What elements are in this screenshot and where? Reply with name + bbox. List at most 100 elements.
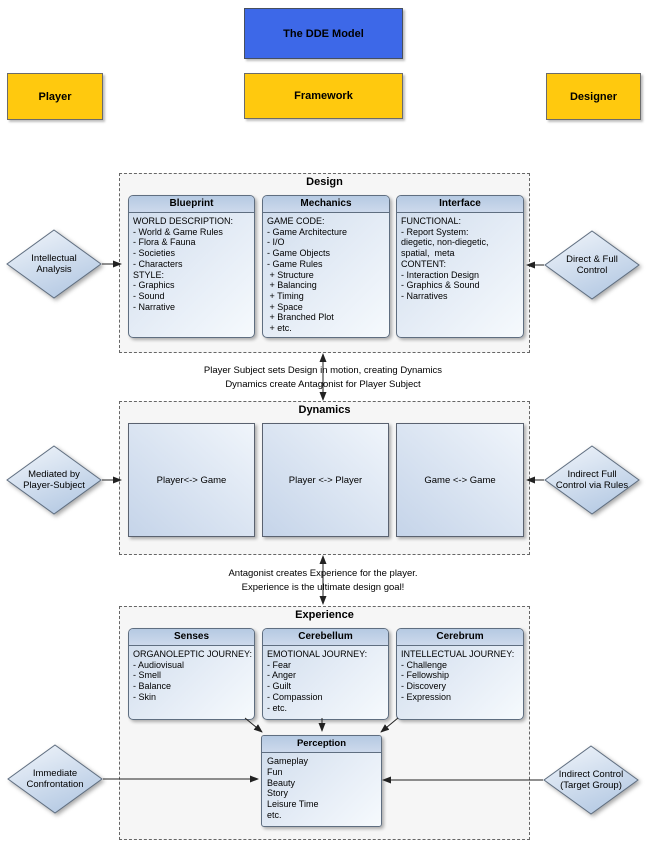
text-line: Player-Subject — [23, 480, 85, 491]
indirect-control-target-group-label: Indirect Control(Target Group) — [543, 745, 639, 815]
text-line: Immediate — [32, 768, 78, 779]
text-line: Fun — [267, 766, 283, 777]
framework-label: Framework — [294, 90, 353, 102]
experience-section-title: Experience — [295, 609, 354, 621]
text-line: Intellectual — [31, 253, 77, 264]
dynamics-section-title: Dynamics — [298, 404, 351, 416]
diamond-shape-icon — [7, 744, 103, 814]
text-line: - Report System: — [401, 226, 469, 237]
text-line: Experience is the ultimate design goal! — [241, 581, 405, 593]
text-line: - Interaction Design — [401, 269, 480, 280]
text-line: - Flora & Fauna — [133, 237, 196, 248]
text-line: WORLD DESCRIPTION: — [133, 216, 234, 226]
text-line: Gameplay — [267, 756, 309, 766]
text-line: Mediated by — [28, 469, 80, 480]
cerebellum-box: Cerebellum EMOTIONAL JOURNEY:- Fear- Ang… — [262, 628, 389, 720]
diamond-shape-icon — [544, 445, 640, 515]
framework-node: Framework — [244, 73, 403, 119]
text-line: INTELLECTUAL JOURNEY: — [401, 649, 515, 659]
text-line: - Fear — [267, 659, 292, 670]
text-line: - Societies — [133, 248, 176, 259]
dynamics-experience-flow-note: Antagonist creates Experience for the pl… — [123, 567, 523, 594]
dynamics-section: Dynamics Player<-> Game Player <-> Playe… — [119, 401, 530, 555]
text-line: - Game Architecture — [267, 226, 348, 237]
text-line: - Narratives — [401, 290, 448, 301]
mechanics-box-header: Mechanics — [263, 196, 389, 213]
text-line: - Game Rules — [267, 258, 323, 269]
player-label: Player — [38, 90, 72, 103]
cerebellum-box-body: EMOTIONAL JOURNEY:- Fear- Anger- Guilt- … — [263, 646, 388, 716]
text-line: - Fellowship — [401, 670, 450, 681]
diamond-shape-icon — [544, 230, 640, 300]
text-line: - Compassion — [267, 691, 323, 702]
text-line: + Balancing — [267, 280, 317, 291]
cerebrum-box-body: INTELLECTUAL JOURNEY:- Challenge- Fellow… — [397, 646, 523, 706]
mechanics-box-body: GAME CODE:- Game Architecture- I/O- Game… — [263, 213, 389, 337]
player-player-label: Player <-> Player — [288, 474, 363, 486]
text-line: - Characters — [133, 258, 183, 269]
text-line: etc. — [267, 809, 282, 820]
text-line: CONTENT: — [401, 258, 446, 269]
text-line: Player Subject sets Design in motion, cr… — [203, 365, 443, 376]
text-line: Antagonist creates Experience for the pl… — [228, 568, 418, 579]
cerebrum-box: Cerebrum INTELLECTUAL JOURNEY:- Challeng… — [396, 628, 524, 720]
text-line: - Game Objects — [267, 248, 331, 259]
text-line: - Audiovisual — [133, 659, 185, 670]
text-line: - I/O — [267, 237, 285, 248]
senses-box-body: ORGANOLEPTIC JOURNEY:- Audiovisual- Smel… — [129, 646, 254, 706]
text-line: spatial, meta — [401, 248, 455, 259]
game-game-label: Game <-> Game — [424, 474, 496, 486]
designer-node: Designer — [546, 73, 641, 120]
text-line: - Narrative — [133, 301, 176, 312]
text-line: diegetic, non-diegetic, — [401, 237, 489, 248]
interface-box: Interface FUNCTIONAL:- Report System:die… — [396, 195, 524, 338]
text-line: Indirect Full — [567, 469, 617, 480]
text-line: - Sound — [133, 290, 165, 301]
text-line: ORGANOLEPTIC JOURNEY: — [133, 649, 253, 659]
blueprint-box-body: WORLD DESCRIPTION:- World & Game Rules- … — [129, 213, 254, 315]
title-label: The DDE Model — [283, 27, 364, 40]
experience-section: Experience Senses ORGANOLEPTIC JOURNEY:-… — [119, 606, 530, 840]
text-line: STYLE: — [133, 269, 165, 280]
text-line: - Expression — [401, 691, 452, 702]
text-line: + Structure — [267, 269, 314, 280]
text-line: - World & Game Rules — [133, 226, 223, 237]
diamond-shape-icon — [6, 229, 102, 299]
text-line: - Smell — [133, 670, 162, 681]
text-line: + Timing — [267, 290, 304, 301]
text-line: - Graphics — [133, 280, 175, 291]
text-line: (Target Group) — [560, 780, 622, 791]
diamond-shape-icon — [6, 445, 102, 515]
text-line: - Anger — [267, 670, 297, 681]
text-line: Control — [576, 265, 608, 276]
text-line: - Discovery — [401, 681, 447, 692]
text-line: Analysis — [36, 264, 72, 275]
text-line: - Graphics & Sound — [401, 280, 480, 291]
player-game-cell: Player<-> Game — [128, 423, 255, 537]
design-section-title: Design — [306, 176, 343, 188]
interface-box-header: Interface — [397, 196, 523, 213]
player-player-cell: Player <-> Player — [262, 423, 389, 537]
design-dynamics-flow-note: Player Subject sets Design in motion, cr… — [123, 364, 523, 391]
game-game-cell: Game <-> Game — [396, 423, 524, 537]
title-node: The DDE Model — [244, 8, 403, 59]
mechanics-box: Mechanics GAME CODE:- Game Architecture-… — [262, 195, 390, 338]
player-game-label: Player<-> Game — [156, 474, 227, 486]
text-line: Beauty — [267, 777, 296, 788]
text-line: + Space — [267, 301, 303, 312]
interface-box-body: FUNCTIONAL:- Report System:diegetic, non… — [397, 213, 523, 305]
cerebrum-box-header: Cerebrum — [397, 629, 523, 646]
design-section: Design Blueprint WORLD DESCRIPTION:- Wor… — [119, 173, 530, 353]
text-line: - Guilt — [267, 681, 292, 692]
diamond-shape-icon — [543, 745, 639, 815]
indirect-control-target-group-diamond: Indirect Control(Target Group) — [543, 745, 639, 815]
text-line: GAME CODE: — [267, 216, 325, 226]
